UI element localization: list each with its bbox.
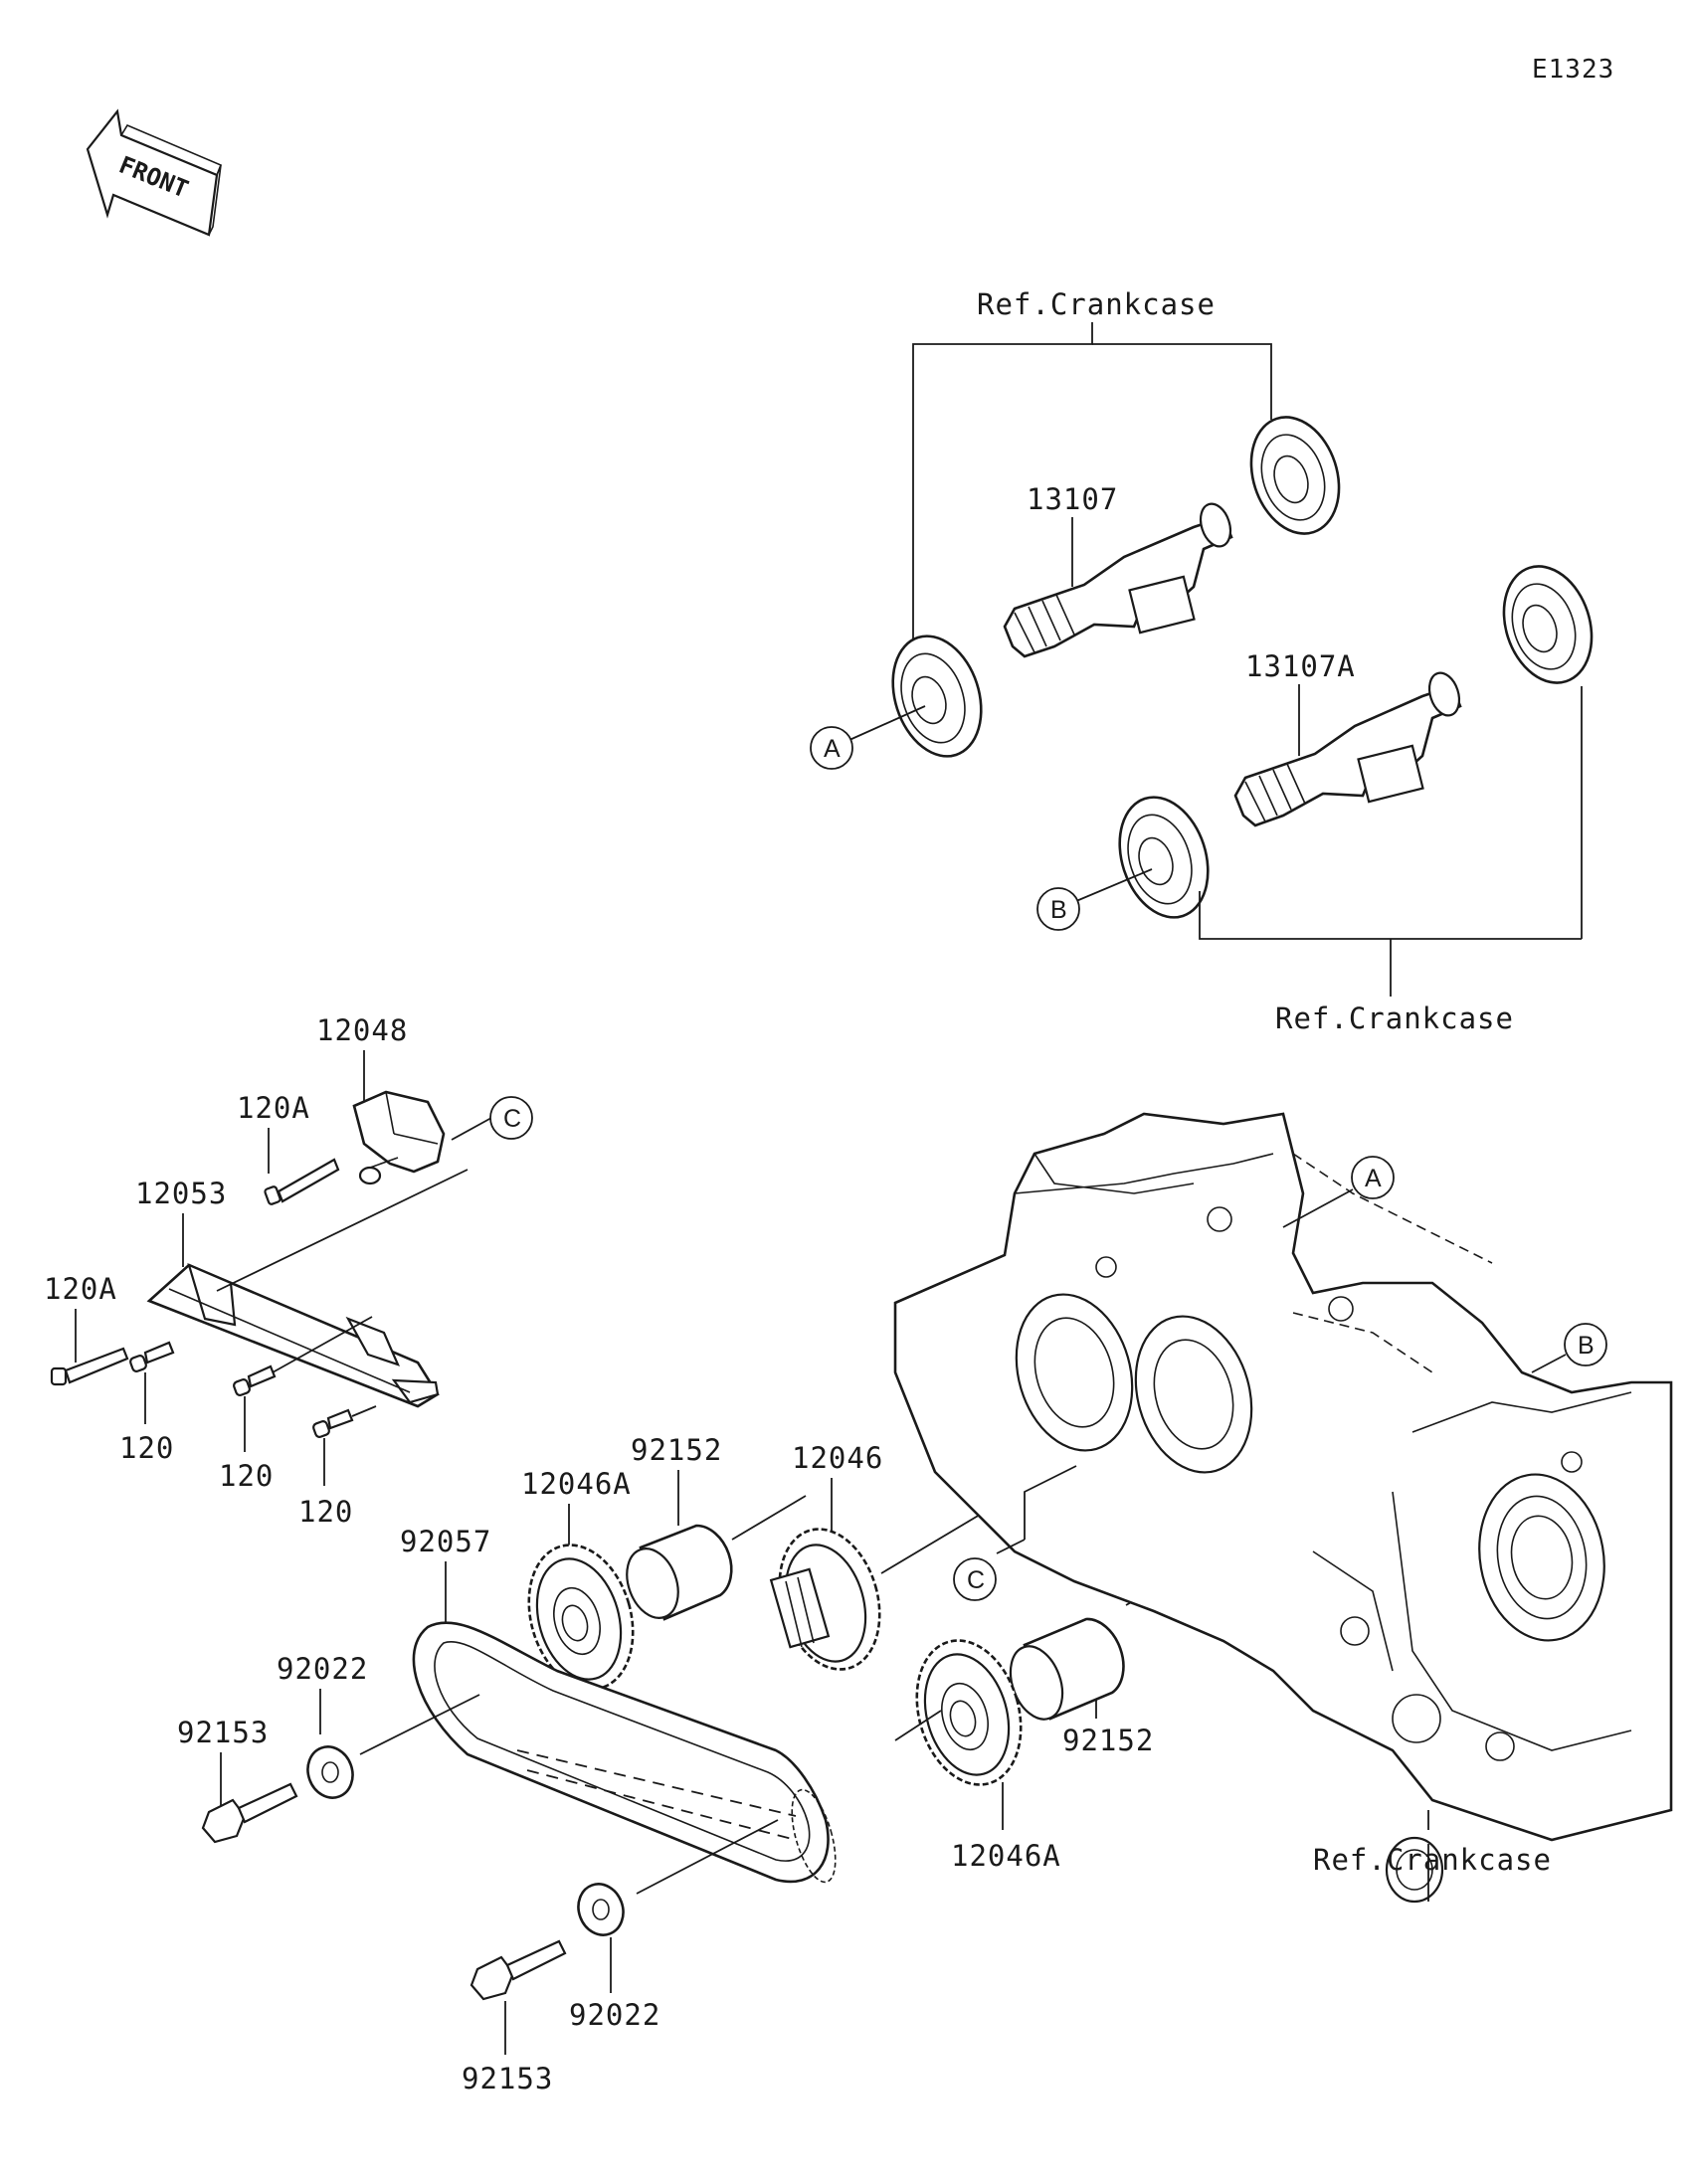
label-13107: 13107 bbox=[1027, 482, 1118, 516]
label-92152-bottom: 92152 bbox=[1062, 1724, 1154, 1757]
circle-marker-b-case: B bbox=[1564, 1323, 1607, 1366]
circle-marker-c-mid: C bbox=[953, 1557, 997, 1601]
front-arrow-icon: FRONT bbox=[86, 108, 223, 237]
label-120-a: 120 bbox=[119, 1431, 174, 1465]
ref-crankcase-right-label: Ref.Crankcase bbox=[1275, 1001, 1514, 1035]
screw-120-a bbox=[129, 1341, 175, 1372]
collar-92152-bottom bbox=[1009, 1617, 1125, 1721]
shaft-13107 bbox=[1003, 502, 1233, 658]
ref-crankcase-top-label: Ref.Crankcase bbox=[977, 287, 1216, 321]
label-92153-bottom: 92153 bbox=[462, 2062, 553, 2095]
screw-120-b bbox=[233, 1365, 277, 1396]
ref-bracket-top-right bbox=[1092, 343, 1272, 420]
label-12046A-bottom: 12046A bbox=[951, 1839, 1061, 1873]
label-92057: 92057 bbox=[400, 1525, 491, 1558]
collar-92152-top bbox=[626, 1524, 733, 1621]
label-120A-left: 120A bbox=[44, 1272, 117, 1306]
svg-text:A: A bbox=[1365, 1165, 1382, 1192]
diagram-code: E1323 bbox=[1532, 55, 1614, 85]
circle-marker-a: A bbox=[810, 726, 853, 770]
label-120-b: 120 bbox=[219, 1459, 274, 1493]
crankcase bbox=[893, 1112, 1673, 1904]
sprocket-12046A-top bbox=[527, 1544, 635, 1691]
label-92153-top: 92153 bbox=[177, 1716, 269, 1749]
guide-12053 bbox=[146, 1263, 440, 1408]
label-120A-top: 120A bbox=[237, 1091, 310, 1125]
bearing-top-right bbox=[1249, 416, 1341, 535]
label-92022-top: 92022 bbox=[277, 1652, 368, 1686]
label-12046: 12046 bbox=[792, 1441, 883, 1475]
screw-120-c bbox=[312, 1408, 354, 1438]
bolt-92153-bottom bbox=[470, 1939, 567, 2001]
circle-marker-a-case: A bbox=[1351, 1156, 1395, 1199]
svg-text:A: A bbox=[824, 735, 841, 763]
washer-92022-top bbox=[306, 1745, 354, 1799]
label-13107A: 13107A bbox=[1245, 649, 1356, 683]
svg-text:B: B bbox=[1050, 896, 1067, 924]
shaft-13107A bbox=[1233, 671, 1462, 827]
sprocket-12046A-bottom bbox=[915, 1639, 1023, 1786]
label-12046A-top: 12046A bbox=[521, 1467, 632, 1501]
svg-text:B: B bbox=[1578, 1332, 1595, 1360]
bearing-a bbox=[891, 635, 983, 758]
ref-bracket-top bbox=[912, 322, 1093, 658]
label-120-c: 120 bbox=[298, 1495, 353, 1529]
label-12053: 12053 bbox=[135, 1177, 227, 1210]
chain-92057 bbox=[412, 1621, 837, 1884]
svg-text:C: C bbox=[503, 1105, 521, 1133]
circle-marker-c-top: C bbox=[489, 1096, 533, 1140]
svg-text:C: C bbox=[967, 1566, 985, 1594]
ref-bracket-right bbox=[1199, 891, 1582, 940]
bolt-92153-top bbox=[201, 1782, 298, 1844]
bearing-right-upper bbox=[1502, 565, 1594, 684]
ref-crankcase-bottom-label: Ref.Crankcase bbox=[1313, 1843, 1552, 1877]
bolt-120A-top bbox=[264, 1158, 340, 1205]
sprocket-12046 bbox=[769, 1528, 881, 1671]
label-92152-top: 92152 bbox=[631, 1433, 722, 1467]
washer-92022-bottom bbox=[577, 1883, 625, 1936]
bolt-120A-left bbox=[50, 1347, 129, 1386]
bearing-b bbox=[1118, 796, 1210, 919]
label-12048: 12048 bbox=[316, 1013, 408, 1047]
circle-marker-b: B bbox=[1036, 887, 1080, 931]
label-92022-bottom: 92022 bbox=[569, 1998, 660, 2032]
tensioner-12048 bbox=[352, 1090, 446, 1185]
